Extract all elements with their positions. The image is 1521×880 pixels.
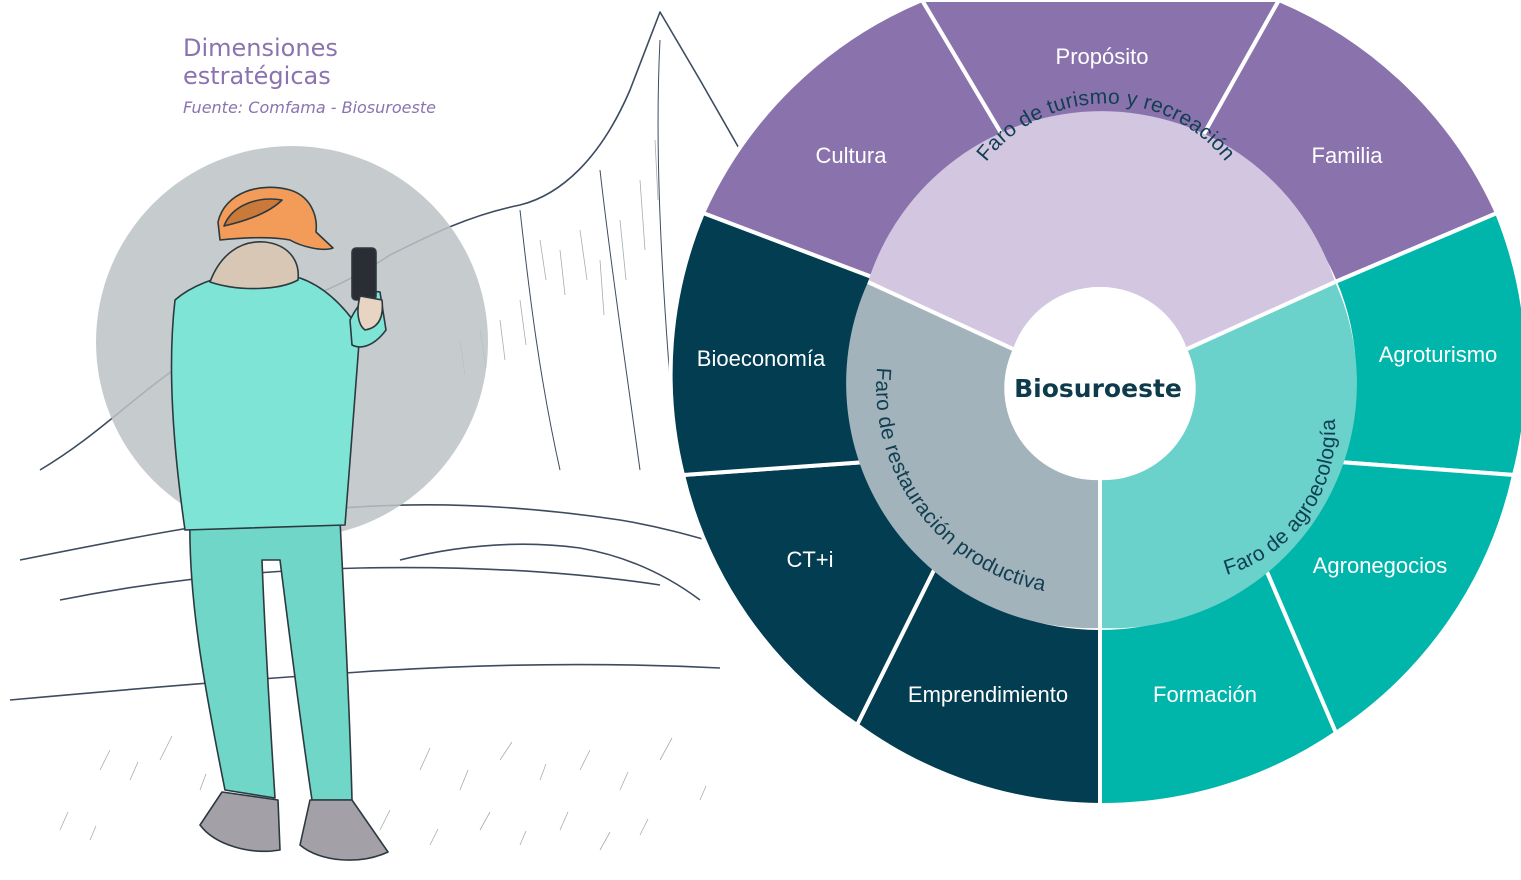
source-note: Fuente: Comfama - Biosuroeste [183, 98, 436, 117]
ring-turismo[interactable] [868, 111, 1335, 350]
ring-divider-top-left [867, 280, 1014, 351]
ring-restauracion[interactable] [846, 282, 1100, 629]
hatching [59, 139, 707, 851]
title-block: Dimensiones estratégicas Fuente: Comfama… [183, 34, 436, 117]
label-proposito: Propósito [1056, 44, 1149, 69]
label-ct-i: CT+i [786, 547, 833, 572]
label-formacion: Formación [1153, 682, 1257, 707]
label-emprendimiento: Emprendimiento [908, 682, 1068, 707]
diagram-title-line1: Dimensiones [183, 34, 338, 62]
label-agronegocios: Agronegocios [1313, 553, 1448, 578]
ring-agroecologia[interactable] [1100, 282, 1357, 629]
label-cultura: Cultura [816, 143, 888, 168]
ring-divider-top-right [1186, 280, 1336, 351]
hiker-figure [170, 186, 389, 861]
center-circle [1008, 296, 1192, 480]
diagram-title-line2: estratégicas [183, 62, 331, 90]
center-label: Biosuroeste [1014, 374, 1182, 403]
label-familia: Familia [1312, 143, 1384, 168]
label-agroturismo: Agroturismo [1379, 342, 1498, 367]
label-bioeconomia: Bioeconomía [697, 346, 826, 371]
